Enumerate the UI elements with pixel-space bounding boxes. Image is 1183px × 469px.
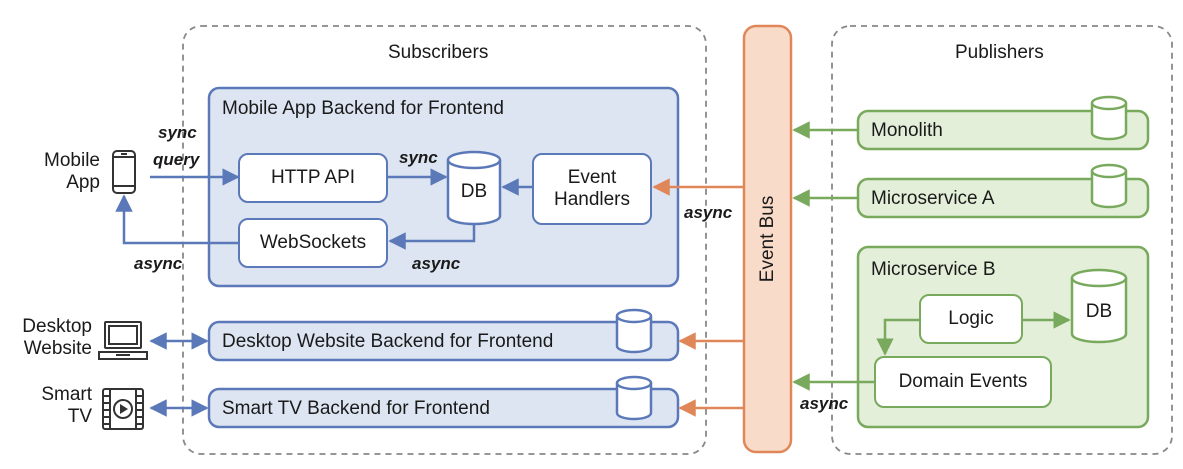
desktop-db-icon <box>615 308 653 354</box>
subscribers-title: Subscribers <box>388 42 489 63</box>
edge-label-query: query <box>153 150 200 169</box>
mobile-db-label: DB <box>460 181 488 202</box>
publishers-group <box>831 25 1173 455</box>
http-api-box: HTTP API <box>238 153 388 203</box>
publishers-title: Publishers <box>955 42 1044 63</box>
edge-label-async-mobile: async <box>134 254 183 273</box>
event-bus-bar <box>742 24 793 454</box>
tv-db-icon <box>615 375 653 421</box>
logic-box: Logic <box>919 294 1023 344</box>
arrow-websockets-to-mobile <box>115 194 238 245</box>
domain-events-label: Domain Events <box>898 371 1028 392</box>
event-bus-label: Event Bus <box>757 195 779 283</box>
event-handlers-box: Event Handlers <box>532 153 652 225</box>
microservice-b-db-label: DB <box>1085 301 1113 322</box>
arrow-logic-to-domain-events <box>876 318 919 356</box>
logic-label: Logic <box>948 308 994 329</box>
desktop-website-label: Desktop Website <box>22 316 92 359</box>
edge-label-async-bus: async <box>684 203 733 222</box>
edge-label-sync-2: sync <box>399 148 438 167</box>
edge-label-sync-1: sync <box>158 123 197 142</box>
microservice-a-box <box>856 177 1150 219</box>
subscribers-group <box>182 25 707 455</box>
microservice-b-label: Microservice B <box>871 259 996 280</box>
edge-label-async-ws: async <box>412 254 461 273</box>
tv-bff-label: Smart TV Backend for Frontend <box>222 398 490 419</box>
websockets-box: WebSockets <box>238 218 388 268</box>
event-handlers-label: Event Handlers <box>553 167 631 210</box>
microservice-b-db-cylinder <box>1070 268 1128 344</box>
monolith-label: Monolith <box>871 120 943 141</box>
monolith-box <box>856 109 1150 151</box>
mobile-app-label: Mobile App <box>44 150 100 193</box>
desktop-bff-box <box>207 320 680 362</box>
mobile-phone-icon <box>112 150 136 194</box>
arrow-db-to-websockets <box>388 224 476 250</box>
microservice-a-label: Microservice A <box>871 188 995 209</box>
domain-events-box: Domain Events <box>874 356 1052 408</box>
http-api-label: HTTP API <box>270 167 356 188</box>
edge-label-async-pub: async <box>800 394 849 413</box>
laptop-icon <box>98 321 148 360</box>
monolith-db-icon <box>1090 95 1128 141</box>
film-play-icon <box>102 388 144 430</box>
websockets-label: WebSockets <box>259 232 367 253</box>
tv-bff-box <box>207 387 680 429</box>
smart-tv-label: Smart TV <box>41 384 92 427</box>
desktop-bff-label: Desktop Website Backend for Frontend <box>222 331 554 352</box>
mobile-bff-title: Mobile App Backend for Frontend <box>222 98 505 119</box>
mobile-db-cylinder <box>446 150 502 226</box>
microservice-a-db-icon <box>1090 163 1128 209</box>
